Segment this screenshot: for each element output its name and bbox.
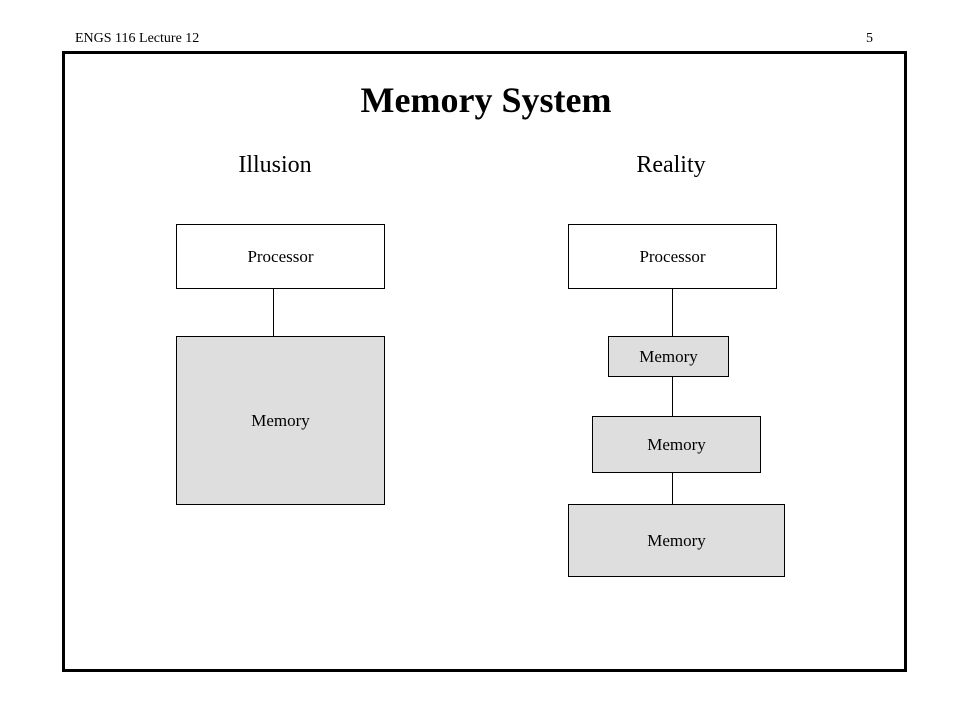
reality-memory-level-1: Memory bbox=[608, 336, 729, 377]
illusion-processor-label: Processor bbox=[247, 246, 314, 266]
illusion-processor-box: Processor bbox=[176, 224, 385, 289]
reality-memory-level-3: Memory bbox=[568, 504, 785, 577]
illusion-connector bbox=[273, 289, 274, 336]
reality-memory-label-2: Memory bbox=[647, 434, 706, 454]
header-course-label: ENGS 116 Lecture 12 bbox=[75, 31, 200, 46]
reality-connector-1 bbox=[672, 289, 673, 336]
reality-connector-2 bbox=[672, 377, 673, 416]
page-number: 5 bbox=[866, 31, 873, 46]
reality-memory-label-3: Memory bbox=[647, 530, 706, 550]
reality-connector-3 bbox=[672, 473, 673, 504]
reality-processor-label: Processor bbox=[639, 246, 706, 266]
reality-processor-box: Processor bbox=[568, 224, 777, 289]
illusion-memory-label: Memory bbox=[251, 410, 310, 430]
illusion-memory-box: Memory bbox=[176, 336, 385, 505]
reality-memory-level-2: Memory bbox=[592, 416, 761, 473]
illusion-heading: Illusion bbox=[238, 152, 312, 178]
slide-title: Memory System bbox=[360, 80, 612, 120]
slide-frame bbox=[62, 51, 907, 672]
reality-memory-label-1: Memory bbox=[639, 346, 698, 366]
reality-heading: Reality bbox=[636, 152, 706, 178]
